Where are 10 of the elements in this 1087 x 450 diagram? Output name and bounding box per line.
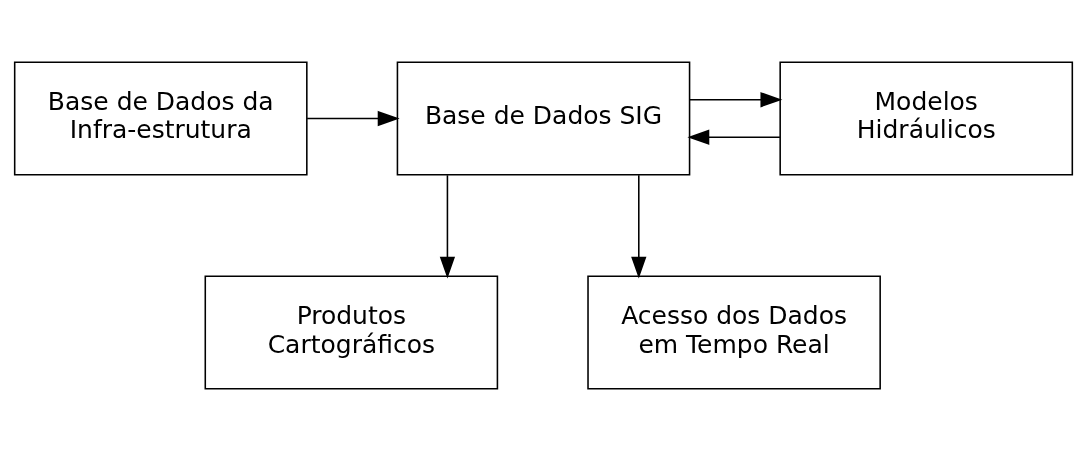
arrow xyxy=(439,174,456,279)
arrow xyxy=(306,110,400,126)
node-box: Base de Dados SIG xyxy=(396,60,691,175)
node-box: Modelos Hidráulicos xyxy=(779,60,1074,175)
arrow xyxy=(687,129,781,145)
arrow xyxy=(631,174,647,279)
arrow xyxy=(689,91,783,107)
node-box: Acesso dos Dados em Tempo Real xyxy=(587,275,881,390)
node-box: Base de Dados da Infra-estrutura xyxy=(13,60,308,175)
node-box: Produtos Cartográficos xyxy=(204,275,499,390)
